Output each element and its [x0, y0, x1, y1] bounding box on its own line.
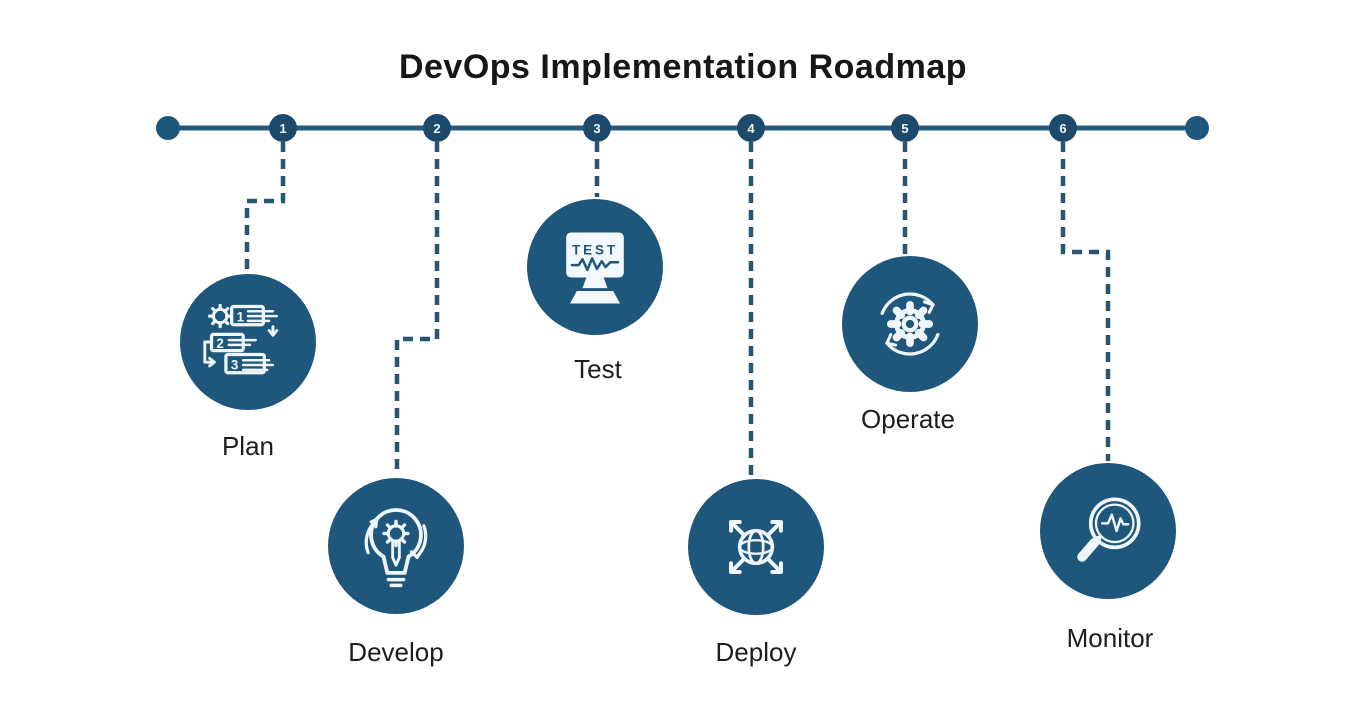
connector-monitor	[1060, 142, 1111, 461]
plan-step-number: 1	[237, 309, 245, 324]
plan-step-number: 3	[231, 357, 238, 372]
stage-label-deploy: Deploy	[715, 637, 797, 667]
lightbulb-gear-pencil-icon	[364, 508, 428, 588]
magnifier-pulse-icon	[1077, 497, 1141, 562]
timeline-node-2: 2	[423, 114, 451, 142]
stage-label-develop: Develop	[348, 637, 444, 667]
stage-circle-plan: 1 2 3	[180, 274, 316, 410]
timeline-node-6: 6	[1049, 114, 1077, 142]
stage-label-operate: Operate	[861, 404, 955, 434]
node-number: 2	[433, 120, 441, 136]
node-number: 6	[1059, 120, 1067, 136]
page-title: DevOps Implementation Roadmap	[398, 48, 968, 86]
stage-label-plan: Plan	[221, 431, 275, 461]
gear-cycle-arrows-icon	[880, 292, 940, 356]
timeline-node-3: 3	[583, 114, 611, 142]
stage-circle-develop	[328, 478, 464, 614]
test-screen-text: TEST	[572, 243, 618, 258]
connector-plan	[244, 142, 286, 272]
stage-circle-test: TEST	[527, 199, 663, 335]
timeline-node-5: 5	[891, 114, 919, 142]
node-number: 3	[593, 120, 601, 136]
node-number: 5	[901, 120, 909, 136]
globe-expand-arrows-icon	[729, 520, 783, 574]
node-number: 4	[747, 120, 755, 136]
stage-circle-operate	[842, 256, 978, 392]
monitor-test-waveform-icon: TEST	[566, 232, 624, 304]
plan-step-number: 2	[216, 336, 223, 351]
stage-label-monitor: Monitor	[1066, 623, 1154, 653]
timeline-node-4: 4	[737, 114, 765, 142]
timeline-start-dot	[156, 116, 180, 140]
stage-circle-deploy	[688, 479, 824, 615]
plan-checklist-gear-icon: 1 2 3	[203, 303, 279, 375]
timeline-end-dot	[1185, 116, 1209, 140]
stage-circle-monitor	[1040, 463, 1176, 599]
connector-develop	[394, 142, 440, 476]
timeline-node-1: 1	[269, 114, 297, 142]
node-number: 1	[279, 120, 287, 136]
stage-label-test: Test	[574, 354, 622, 384]
